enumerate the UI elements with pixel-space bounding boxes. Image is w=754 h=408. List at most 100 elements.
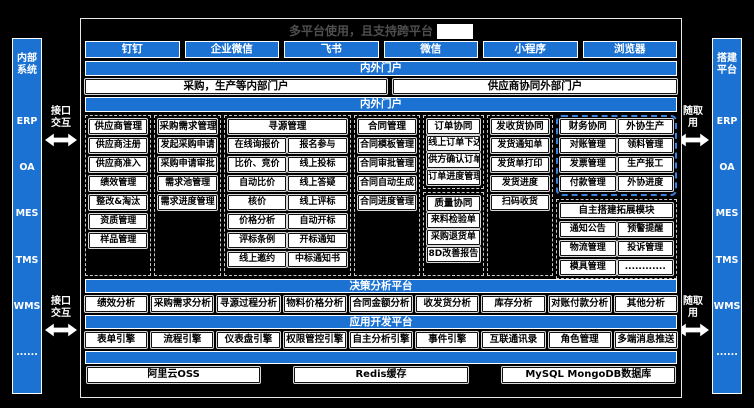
module-box: 扫码收货 [489,194,551,211]
ondemand-connector-bottom: 随取用 [676,296,710,338]
engine-box: 仪表盘引擎 [216,331,281,349]
external-portal-box: 供应商协同外部门户 [391,78,679,95]
module-box: 订单进度管理 [426,169,481,186]
system-label: ...... [716,346,738,358]
interface-connector-label: 接口交互 [51,296,71,319]
system-label: ERP [16,116,38,128]
module-box: 外协进度 [616,175,674,192]
infrastructure-box: Redis缓存 [293,366,469,384]
module-group-header: 采购需求管理 [157,118,218,135]
interface-connector-top: 接口交互 [44,106,78,148]
module-group-header: 自主搭建拓展模块 [559,202,674,219]
system-label: WMS [713,300,741,312]
diagram-title-text: 多平台使用，且支持跨平台 [288,24,433,38]
client-app-button: 浏览器 [582,41,677,58]
double-arrow-icon [45,133,77,147]
engine-box: 自主分析引擎 [348,331,414,349]
system-label: WMS [13,300,41,312]
decision-analysis-row: 绩效分析采购需求分析寻源过程分析物料价格分析合同金额分析收发货分析库存分析对账付… [83,295,678,313]
double-arrow-icon [677,133,709,147]
extension-pair-row: 物流管理投诉管理 [559,239,674,258]
module-box: 合同自动生成 [356,175,418,192]
extension-pair-row: 通知公告预警提醒 [559,220,674,239]
engine-box: 流程引擎 [150,331,215,349]
system-label: MES [715,208,739,220]
internal-portal-box: 采购，生产等内部门户 [84,78,388,95]
engine-box: 事件引擎 [415,331,480,349]
finance-subcolumn: 外协生产领料管理生产报工外协进度 [616,117,674,193]
finance-subcolumn: 财务协同对账管理发票管理付款管理 [559,117,617,193]
module-group-header: 合同管理 [356,118,418,135]
module-box: 线上答疑 [287,175,348,192]
module-box: 投诉管理 [616,240,674,257]
module-box: 自动比价 [226,175,288,192]
decision-platform-bar: 决策分析平台 [85,279,677,293]
module-group-header: 财务协同 [559,118,617,135]
portal-bar-inner: 内外门户 [85,97,677,112]
analysis-box: 库存分析 [481,295,546,313]
system-label: OA [19,162,35,174]
engine-box: 表单引擎 [83,331,149,349]
module-box: 线上评标 [287,194,348,211]
module-box: 对账管理 [559,137,617,154]
module-box: 开标通知 [287,232,348,249]
client-app-button: 飞书 [284,41,379,58]
module-box: 报名参与 [287,137,348,154]
appdev-platform-bar: 应用开发平台 [85,315,677,329]
engine-box: 权限管控引擎 [282,331,347,349]
module-box: 自动开标 [287,213,348,230]
sourcing-subcolumn: 报名参与线上投标线上答疑线上评标自动开标开标通知中标通知书 [287,136,348,269]
module-box: 物流管理 [559,240,617,257]
ondemand-connector-label: 随取用 [683,296,703,319]
module-box: 发起采购申请 [157,137,218,154]
module-box: 线上订单下达 [426,135,481,152]
module-group-header: 寻源管理 [226,118,348,135]
module-group-header: 发收货协同 [489,118,551,135]
system-label: ...... [16,346,38,358]
module-column: 供应商管理供应商注册供应商准入绩效管理整改&淘汰资质管理样品管理 [85,115,152,276]
analysis-box: 收发货分析 [415,295,480,313]
engine-box: 多端消息推送 [613,331,678,349]
module-box: 资质管理 [87,213,149,230]
module-box: 需求池管理 [157,175,218,192]
module-box: 整改&淘汰 [87,194,149,211]
engine-box: 角色管理 [547,331,612,349]
client-app-button: 小程序 [483,41,578,58]
module-box: 发货通知单 [489,137,551,154]
module-box: 模具管理 [559,259,617,276]
infrastructure-box: MySQL MongoDB数据库 [500,366,676,384]
module-box: 比价、竞价 [226,156,288,173]
infrastructure-box: 阿里云OSS [85,366,262,384]
client-app-button: 企业微信 [184,41,279,58]
module-box: 中标通知书 [287,251,348,268]
interface-connector-label: 接口交互 [51,106,71,129]
module-box: 合同模板管理 [356,137,418,154]
ondemand-connector-top: 随取用 [676,106,710,148]
module-box: 采购申请审批 [157,156,218,173]
analysis-box: 合同金额分析 [348,295,414,313]
ondemand-connector-label: 随取用 [683,106,703,129]
interface-connector-bottom: 接口交互 [44,296,78,338]
module-box: 合同进度管理 [356,194,418,211]
portal-boxes-row: 采购，生产等内部门户 供应商协同外部门户 [84,78,679,95]
module-box: 样品管理 [87,232,149,249]
module-box: ............ [616,259,674,276]
main-frame: 多平台使用，且支持跨平台 钉钉企业微信飞书微信小程序浏览器 内外门户 采购，生产… [80,18,682,398]
system-label: ERP [716,116,738,128]
module-box: 价格分析 [226,213,288,230]
module-group-header: 外协生产 [616,118,674,135]
double-arrow-icon [45,323,77,337]
finance-outsourcing-group: 财务协同对账管理发票管理付款管理外协生产领料管理生产报工外协进度 [556,115,677,196]
module-column: 合同管理合同模板管理合同审批管理合同自动生成合同进度管理 [353,115,421,276]
system-label: TMS [715,254,739,266]
module-box: 供应商注册 [87,137,149,154]
module-box: 8D改善报告 [426,246,481,263]
engine-box: 互联通讯录 [481,331,546,349]
module-box: 需求进度管理 [157,194,218,211]
module-box: 发票管理 [559,156,617,173]
